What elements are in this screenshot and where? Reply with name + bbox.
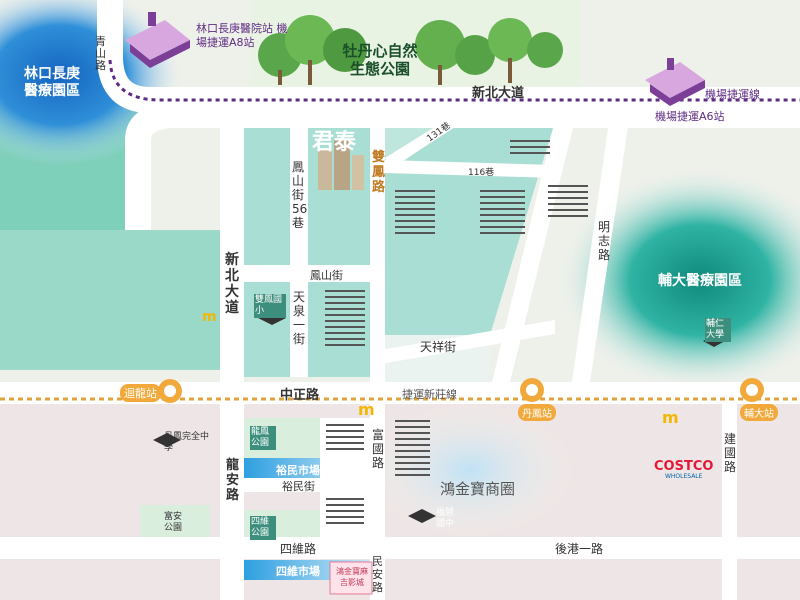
school-danfeng-label: 丹鳳完全中學	[164, 432, 210, 453]
station-huilong-label: 迴龍站	[120, 384, 161, 402]
school-shuangfeng-label: 雙鳳國小	[254, 294, 286, 318]
cinema-label: 鴻金寶麻吉影城	[336, 567, 368, 587]
road-qingshan: 青山路	[95, 35, 106, 72]
development-title: 君泰	[312, 129, 357, 155]
road-longan: 龍安路	[226, 458, 240, 503]
linkou-medical-label: 林口長庚醫療園區	[24, 66, 80, 99]
station-a6-label: 機場捷運A6站	[655, 110, 725, 123]
shopping-area-label: 鴻金寶商圈	[440, 480, 516, 498]
road-tianxiang: 天祥街	[420, 340, 457, 354]
road-fengshan56: 鳳山街56巷	[292, 160, 308, 230]
park-label: 牡丹心自然生態公園	[342, 42, 418, 78]
left-green-band	[0, 230, 220, 370]
train-icon-a6	[645, 58, 705, 106]
road-mingzhi: 明志路	[598, 220, 611, 262]
station-a8-label: 林口長庚醫院站 機場捷運A8站	[196, 22, 288, 49]
road-xinbei-top: 新北大道	[472, 86, 525, 101]
school-furen-label: 輔仁大學	[705, 318, 731, 342]
road-yumin: 裕民街	[282, 480, 315, 493]
costco-logo: COSTCO WHOLESALE	[654, 459, 714, 482]
shopping-glow	[360, 400, 580, 540]
road-tianquan1: 天泉一街	[293, 290, 306, 346]
road-xinbei-left: 新北大道	[225, 252, 239, 316]
park-trees	[258, 15, 563, 85]
station-danfeng-icon	[520, 378, 544, 402]
market-siwei-label: 四維市場	[276, 565, 320, 578]
road-lane116: 116巷	[468, 168, 495, 178]
park-longfeng-label: 龍鳳公園	[250, 426, 276, 450]
costco-text: COSTCO	[654, 459, 714, 474]
svg-text:m: m	[202, 309, 217, 325]
poi-listings	[325, 140, 588, 524]
fuda-medical-glow	[560, 170, 800, 390]
station-fuda-icon	[740, 378, 764, 402]
road-minan: 民安路	[372, 555, 383, 594]
road-fuguo: 富國路	[372, 428, 385, 470]
road-shuangfeng: 雙鳳路	[372, 150, 386, 195]
svg-text:m: m	[358, 400, 375, 419]
fuan-park-block	[140, 505, 210, 537]
road-hougang1: 後港一路	[555, 542, 604, 556]
costco-subtext: WHOLESALE	[664, 473, 703, 480]
road-fengshan: 鳳山街	[310, 269, 343, 282]
park-fuan-label: 富安公園	[164, 512, 183, 533]
road-zhongzheng: 中正路	[280, 388, 320, 403]
airport-mrt-line	[108, 59, 800, 102]
station-huilong-icon	[158, 379, 182, 403]
development-building	[318, 140, 364, 190]
svg-text:m: m	[662, 408, 679, 427]
road-lane131: 131巷	[425, 121, 453, 145]
school-fuying-label: 福營國中	[436, 508, 455, 529]
station-fuda-label: 輔大站	[740, 404, 778, 421]
mrt-line-label: 機場捷運線	[705, 88, 760, 101]
fuda-medical-label: 輔大醫療園區	[658, 273, 742, 289]
road-jianguo: 建國路	[724, 432, 737, 474]
market-yumin-label: 裕民市場	[276, 464, 320, 477]
park-siwei-label: 四維公園	[250, 516, 276, 540]
station-danfeng-label: 丹鳳站	[518, 404, 556, 421]
block-west	[244, 115, 290, 265]
fastfood-icon: m m m	[202, 309, 679, 427]
cinema-box	[329, 561, 373, 595]
xinzhuang-line-label: 捷運新莊線	[402, 388, 457, 401]
train-icon-a8	[125, 12, 190, 68]
road-siwei: 四維路	[280, 542, 317, 556]
